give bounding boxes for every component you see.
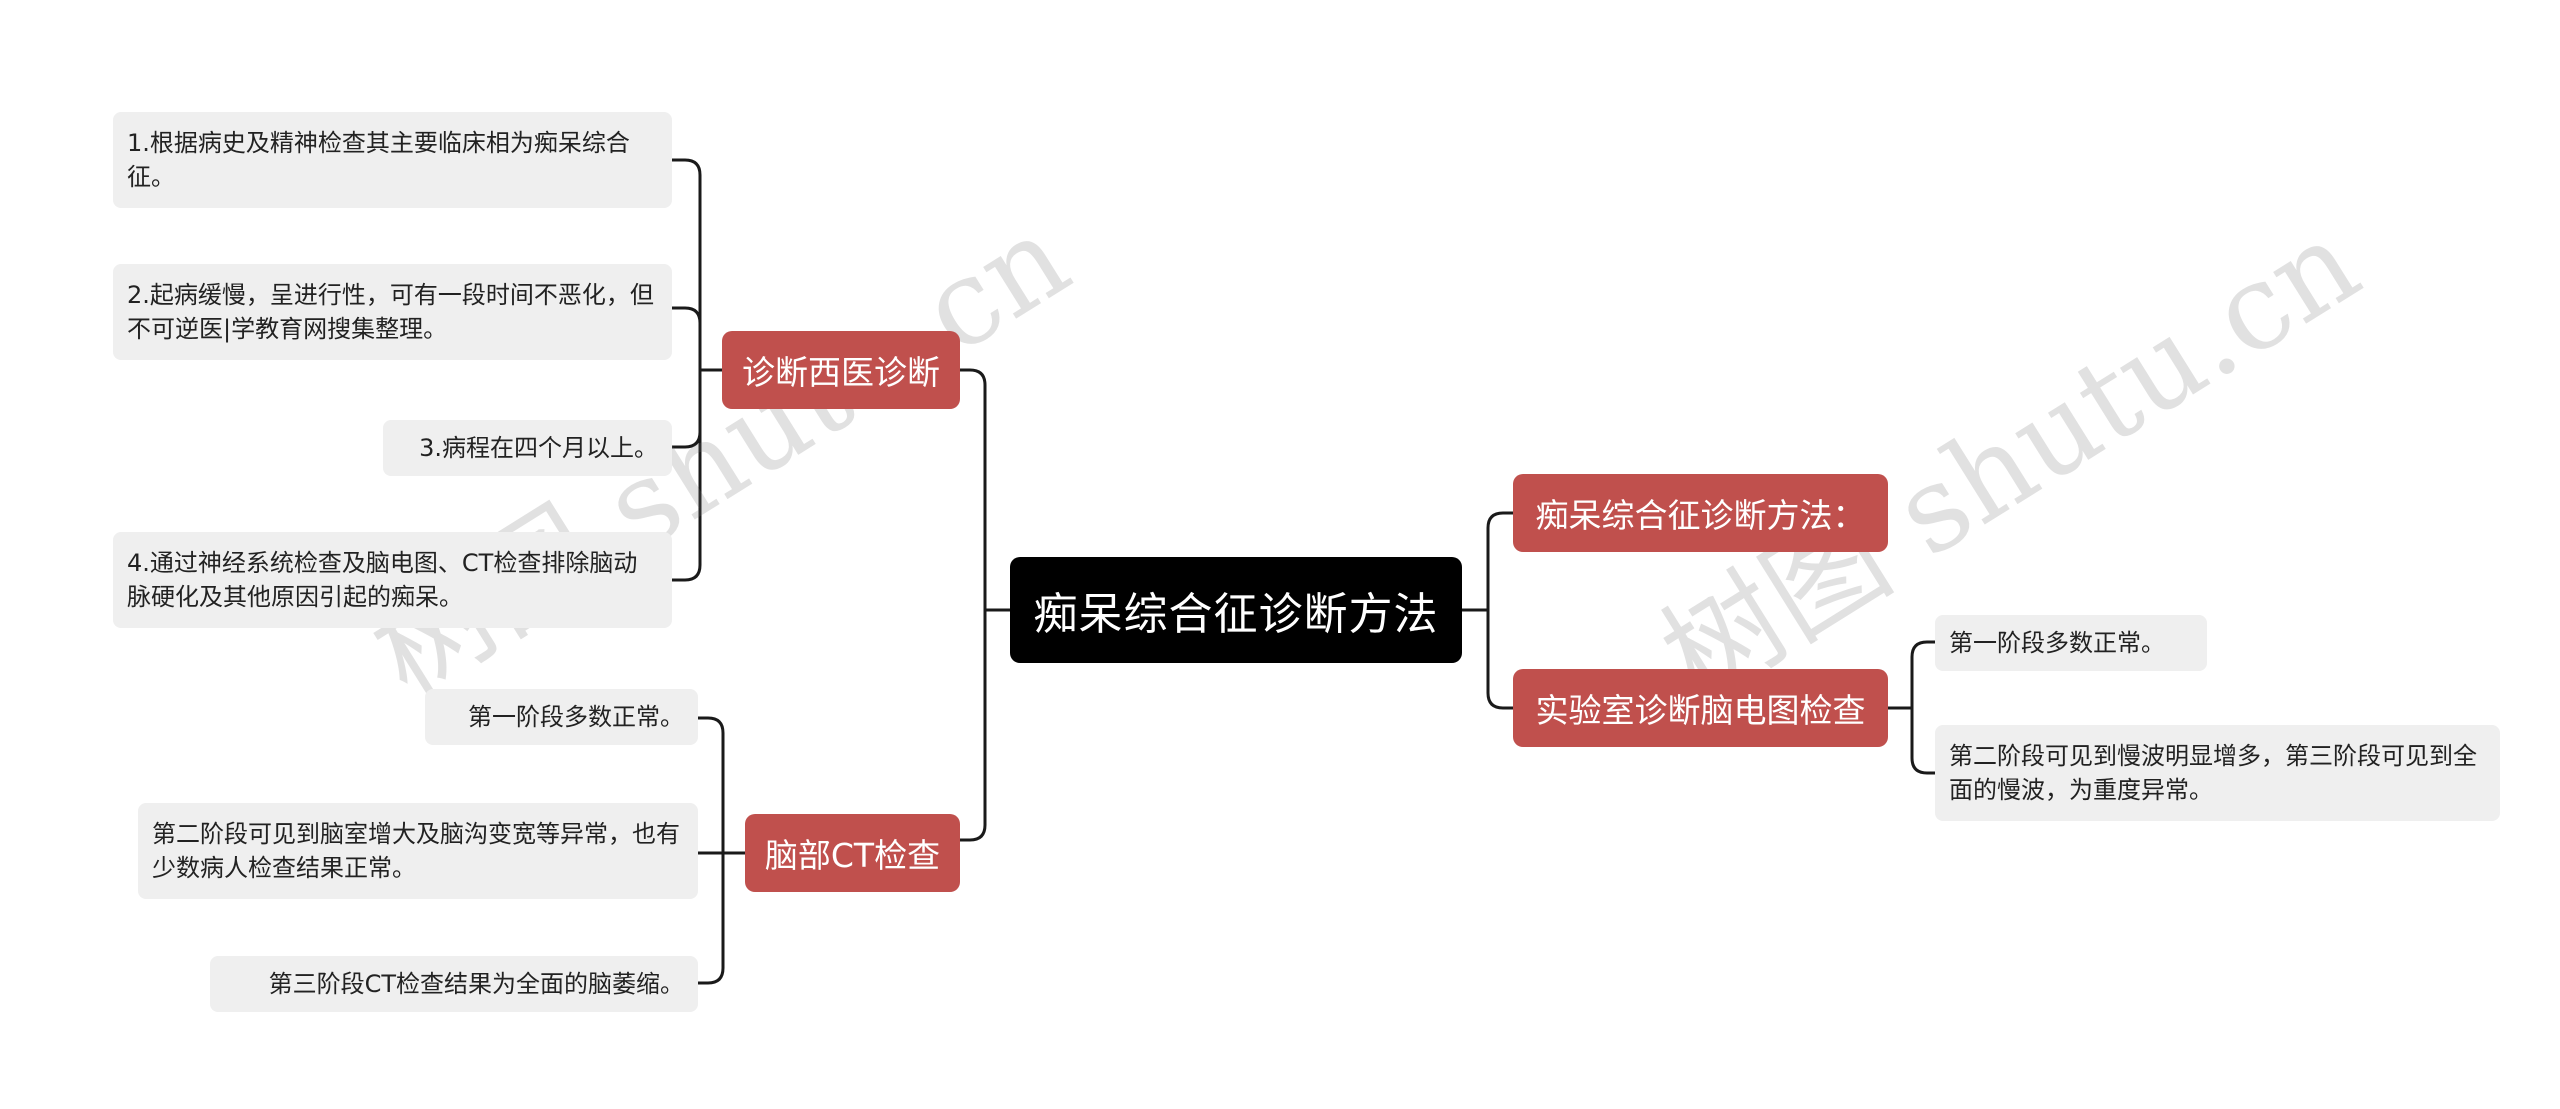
branch-node-western-diagnosis[interactable]: 诊断西医诊断 <box>722 331 960 409</box>
branch-node-brain-ct[interactable]: 脑部CT检查 <box>745 814 960 892</box>
leaf-text: 3.病程在四个月以上。 <box>419 434 658 462</box>
leaf-node[interactable]: 第三阶段CT检查结果为全面的脑萎缩。 <box>210 956 698 1012</box>
leaf-text: 4.通过神经系统检查及脑电图、CT检查排除脑动脉硬化及其他原因引起的痴呆。 <box>127 549 638 611</box>
branch-node-diagnosis-methods[interactable]: 痴呆综合征诊断方法： <box>1513 474 1888 552</box>
leaf-node[interactable]: 第一阶段多数正常。 <box>1935 615 2207 671</box>
leaf-text: 2.起病缓慢，呈进行性，可有一段时间不恶化，但不可逆医|学教育网搜集整理。 <box>127 281 654 343</box>
leaf-text: 第三阶段CT检查结果为全面的脑萎缩。 <box>268 970 684 998</box>
leaf-node[interactable]: 2.起病缓慢，呈进行性，可有一段时间不恶化，但不可逆医|学教育网搜集整理。 <box>113 264 672 360</box>
connector-right-trunk <box>1486 511 1515 710</box>
leaf-text: 1.根据病史及精神检查其主要临床相为痴呆综合征。 <box>127 129 630 191</box>
leaf-node[interactable]: 1.根据病史及精神检查其主要临床相为痴呆综合征。 <box>113 112 672 208</box>
branch-label: 脑部CT检查 <box>764 836 941 875</box>
branch-label: 实验室诊断脑电图检查 <box>1535 691 1866 730</box>
branch-label: 诊断西医诊断 <box>742 353 940 392</box>
connector-branch2-leaves <box>696 716 725 985</box>
leaf-node[interactable]: 4.通过神经系统检查及脑电图、CT检查排除脑动脉硬化及其他原因引起的痴呆。 <box>113 532 672 628</box>
leaf-node[interactable]: 第二阶段可见到慢波明显增多，第三阶段可见到全面的慢波，为重度异常。 <box>1935 725 2500 821</box>
leaf-node[interactable]: 第一阶段多数正常。 <box>425 689 698 745</box>
leaf-text: 第一阶段多数正常。 <box>1949 629 2165 657</box>
leaf-text: 第二阶段可见到脑室增大及脑沟变宽等异常，也有少数病人检查结果正常。 <box>152 820 680 882</box>
connector-rbranch2-leaves <box>1910 640 1937 775</box>
leaf-text: 第二阶段可见到慢波明显增多，第三阶段可见到全面的慢波，为重度异常。 <box>1949 742 2477 804</box>
root-node[interactable]: 痴呆综合征诊断方法 <box>1010 557 1462 663</box>
leaf-node[interactable]: 3.病程在四个月以上。 <box>383 420 672 476</box>
leaf-text: 第一阶段多数正常。 <box>468 703 684 731</box>
branch-node-eeg-lab[interactable]: 实验室诊断脑电图检查 <box>1513 669 1888 747</box>
leaf-node[interactable]: 第二阶段可见到脑室增大及脑沟变宽等异常，也有少数病人检查结果正常。 <box>138 803 698 899</box>
connector-left-trunk <box>958 368 987 842</box>
connector-branch1-leaves <box>670 158 702 582</box>
root-label: 痴呆综合征诊断方法 <box>1033 589 1439 640</box>
branch-label: 痴呆综合征诊断方法： <box>1535 496 1866 535</box>
